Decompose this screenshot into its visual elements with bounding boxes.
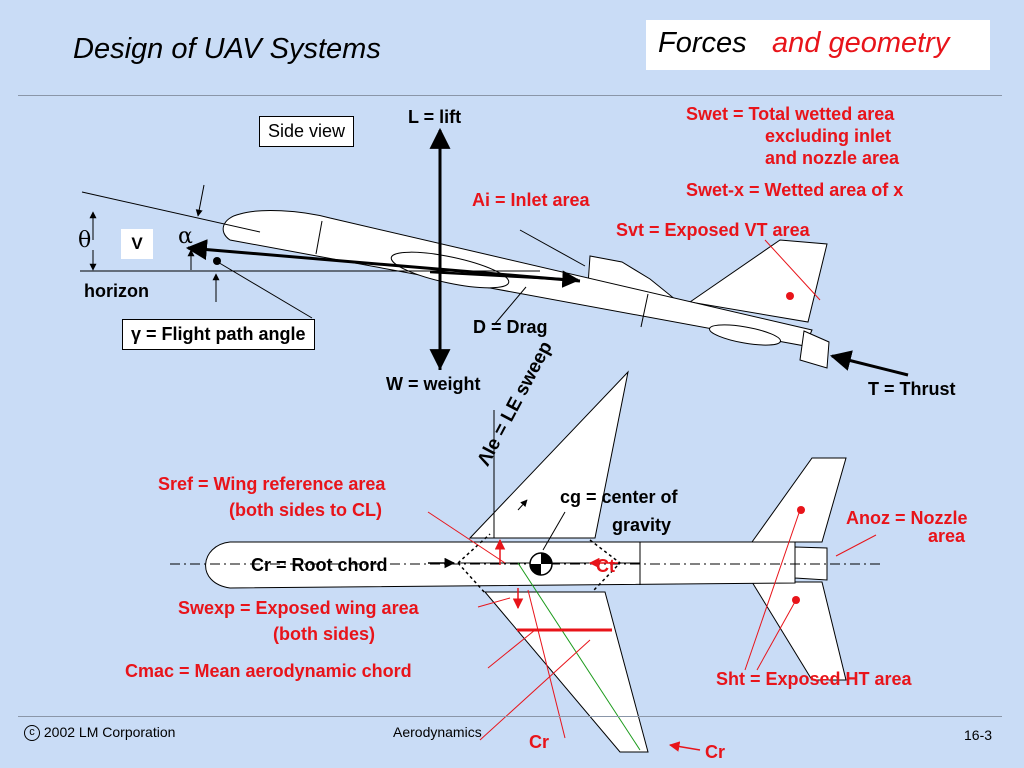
- ai-label: Ai = Inlet area: [472, 190, 590, 210]
- footer-rule: [18, 716, 1002, 717]
- flight-path-line: [215, 260, 313, 319]
- footer-topic: Aerodynamics: [393, 724, 482, 740]
- swet-line1: Swet = Total wetted area: [686, 104, 895, 124]
- side-nozzle: [799, 330, 830, 369]
- quarter-chord-line: [517, 562, 641, 751]
- htail-lower: [751, 581, 847, 681]
- htail-upper: [751, 457, 847, 543]
- sht-marker-lower: [792, 596, 800, 604]
- side-view-label: Side view: [259, 116, 355, 147]
- copyright: c 2002 LM Corporation: [24, 724, 176, 742]
- swexp-line1: Swexp = Exposed wing area: [178, 598, 419, 618]
- subtitle-box: Forces and geometry: [646, 20, 990, 70]
- anoz-line1: Anoz = Nozzle: [846, 508, 968, 528]
- cg-symbol: [529, 552, 553, 576]
- swetx-label: Swet-x = Wetted area of x: [686, 180, 904, 200]
- swexp-line2: (both sides): [273, 624, 375, 644]
- drag-arrow: [429, 270, 580, 288]
- side-view-aircraft: [222, 210, 830, 369]
- lift-label: L = lift: [408, 107, 462, 127]
- cmac-label: Cmac = Mean aerodynamic chord: [125, 661, 412, 681]
- flight-path-label: = Flight path angle: [146, 324, 306, 344]
- sref-line1: Sref = Wing reference area: [158, 474, 386, 494]
- wing-lower: [483, 591, 649, 753]
- sht-marker-upper: [797, 506, 805, 514]
- gamma-symbol: γ: [131, 324, 142, 344]
- horizon-label: horizon: [84, 281, 149, 301]
- subtitle-geometry: and geometry: [772, 27, 950, 59]
- cg-line2: gravity: [612, 515, 672, 535]
- swet-line3: and nozzle area: [765, 148, 900, 168]
- body-axis-line: [81, 191, 261, 233]
- cr-bottom-label-2: Cr: [705, 742, 726, 762]
- cg-line1: cg = center of: [560, 487, 678, 507]
- cg-dot-side: [213, 257, 221, 265]
- slide-title: Design of UAV Systems: [73, 33, 381, 65]
- cr-tip-arrow: [668, 741, 701, 752]
- page-number: 16-3: [964, 727, 993, 743]
- flight-path-box: γ = Flight path angle: [122, 319, 315, 350]
- wing-upper: [468, 370, 629, 539]
- theta-label: θ: [78, 228, 92, 253]
- weight-label: W = weight: [386, 374, 481, 394]
- velocity-label: V: [121, 229, 153, 259]
- swet-line2: excluding inlet: [765, 126, 892, 146]
- alpha-label: α: [178, 224, 193, 249]
- sht-label: Sht = Exposed HT area: [716, 669, 912, 689]
- copyright-text: 2002 LM Corporation: [43, 724, 176, 740]
- sref-line2: (both sides to CL): [229, 500, 382, 520]
- svt-label: Svt = Exposed VT area: [616, 220, 810, 240]
- plan-view-lines: [170, 410, 880, 752]
- thrust-label: T = Thrust: [868, 379, 956, 399]
- anoz-line2: area: [928, 526, 966, 546]
- copyright-icon: c: [24, 725, 40, 742]
- side-view-lines: [80, 127, 909, 377]
- cr-bottom-label-1: Cr: [529, 732, 550, 752]
- svt-marker: [786, 292, 794, 300]
- drag-label: D = Drag: [473, 317, 548, 337]
- header-rule: [18, 95, 1002, 96]
- vertical-tail-large: [688, 239, 828, 323]
- cr-root-label: Cr = Root chord: [251, 555, 388, 575]
- subtitle-forces: Forces: [658, 27, 747, 59]
- ct-label: Ct: [596, 556, 615, 576]
- thrust-arrow: [829, 350, 909, 377]
